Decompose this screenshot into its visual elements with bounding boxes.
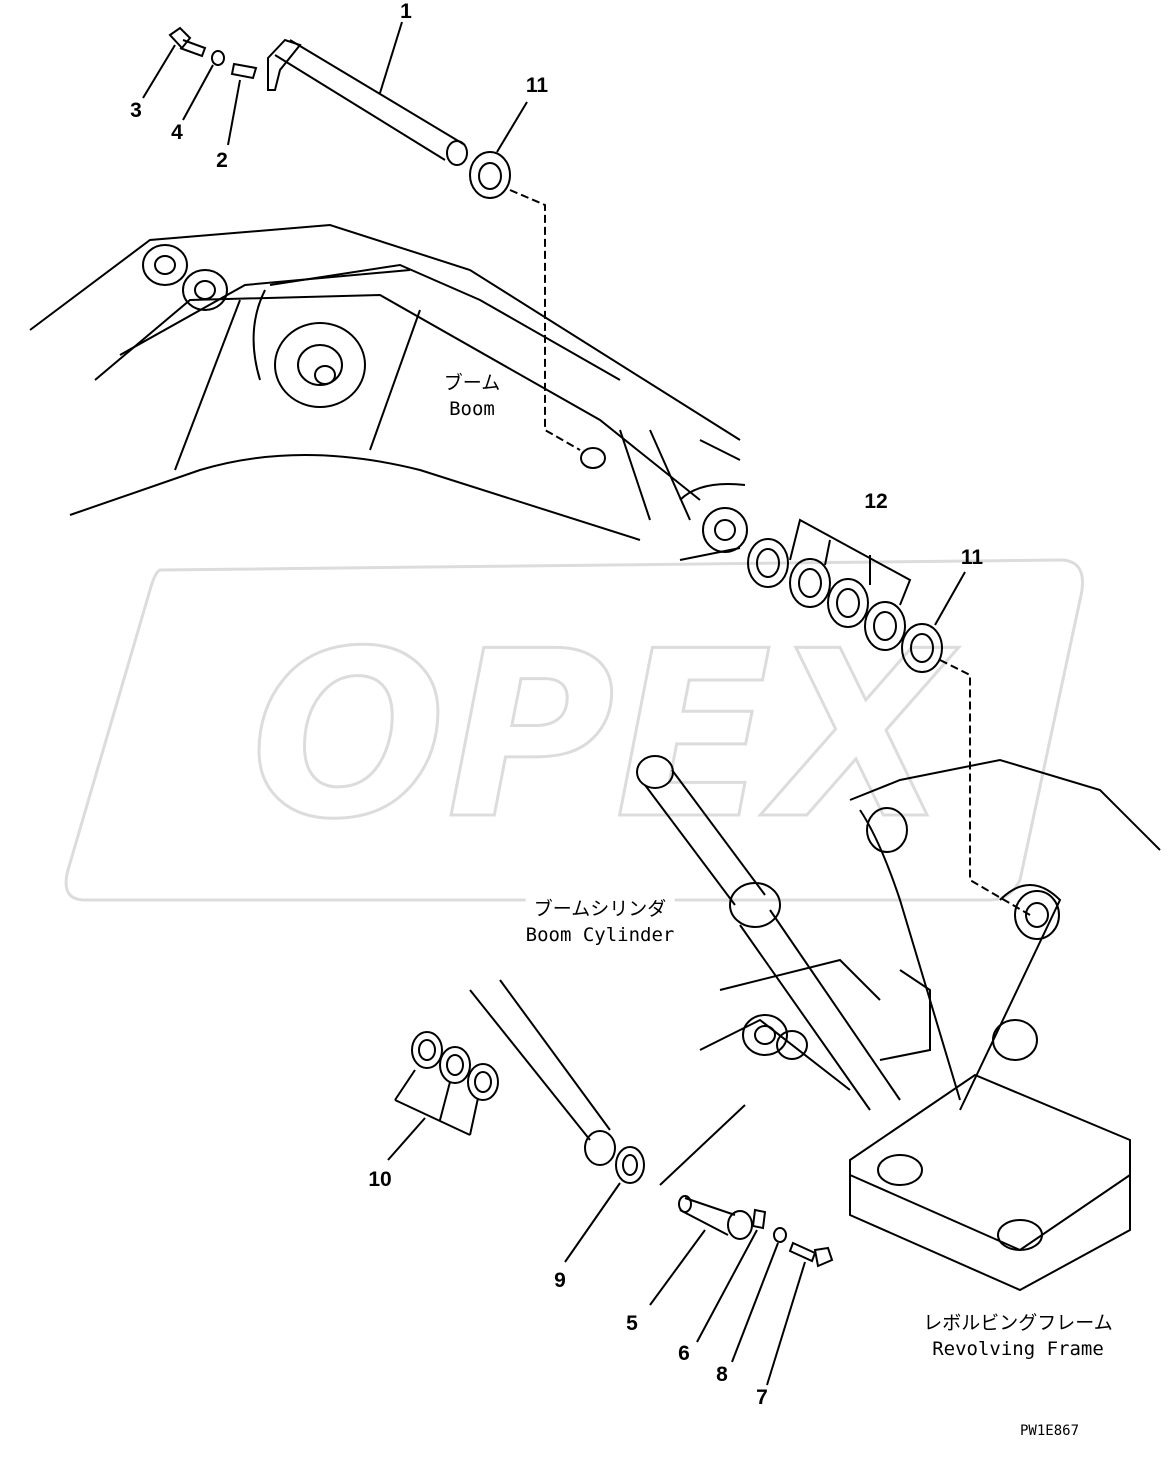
- drawing-code: PW1E867: [1020, 1423, 1080, 1439]
- shims-12: [747, 538, 906, 651]
- callout-2: 2: [216, 149, 228, 172]
- plate-6: [751, 1208, 767, 1230]
- boom-cylinder-label-en: Boom Cylinder: [525, 924, 675, 946]
- callout-1: 1: [400, 0, 412, 23]
- callout-10: 10: [368, 1168, 392, 1191]
- boom-label: ブーム Boom: [444, 370, 500, 422]
- pin-1: [267, 38, 468, 166]
- boom-label-jp: ブーム: [443, 372, 501, 394]
- opex-watermark: OPEX: [64, 558, 1084, 902]
- bolt-3: [168, 26, 207, 58]
- callout-8: 8: [716, 1363, 728, 1386]
- callout-4: 4: [171, 121, 183, 144]
- boom-label-en: Boom: [449, 398, 495, 420]
- callout-6: 6: [678, 1342, 690, 1365]
- boom-cylinder-drawing: [469, 755, 901, 1166]
- revolving-frame-label-en: Revolving Frame: [932, 1338, 1104, 1360]
- washer-4: [211, 50, 225, 66]
- revolving-frame-label-jp: レボルビングフレーム: [923, 1312, 1113, 1334]
- boom-drawing: [29, 223, 748, 561]
- shim-11-right: [901, 623, 1031, 916]
- svg-text:OPEX: OPEX: [251, 603, 959, 870]
- boom-cylinder-label: ブームシリンダ Boom Cylinder: [525, 896, 675, 948]
- callout-11-top: 11: [525, 74, 549, 97]
- callout-11-right: 11: [960, 546, 984, 569]
- revolving-frame-drawing: [699, 758, 1161, 1292]
- plate-2: [230, 62, 258, 80]
- leader-lines: [142, 21, 966, 1386]
- callout-7: 7: [756, 1386, 768, 1409]
- shim-9: [615, 1146, 645, 1184]
- shim-11-top: [469, 151, 581, 451]
- callout-12: 12: [864, 490, 888, 513]
- pin-5: [659, 1104, 753, 1240]
- revolving-frame-label: レボルビングフレーム Revolving Frame: [923, 1310, 1113, 1362]
- boom-cylinder-label-jp: ブームシリンダ: [533, 898, 667, 920]
- callout-9: 9: [554, 1269, 566, 1292]
- shims-10: [394, 1031, 499, 1136]
- washer-8: [773, 1227, 787, 1243]
- callout-5: 5: [626, 1312, 638, 1335]
- bolt-7: [788, 1241, 834, 1268]
- callout-3: 3: [130, 99, 142, 122]
